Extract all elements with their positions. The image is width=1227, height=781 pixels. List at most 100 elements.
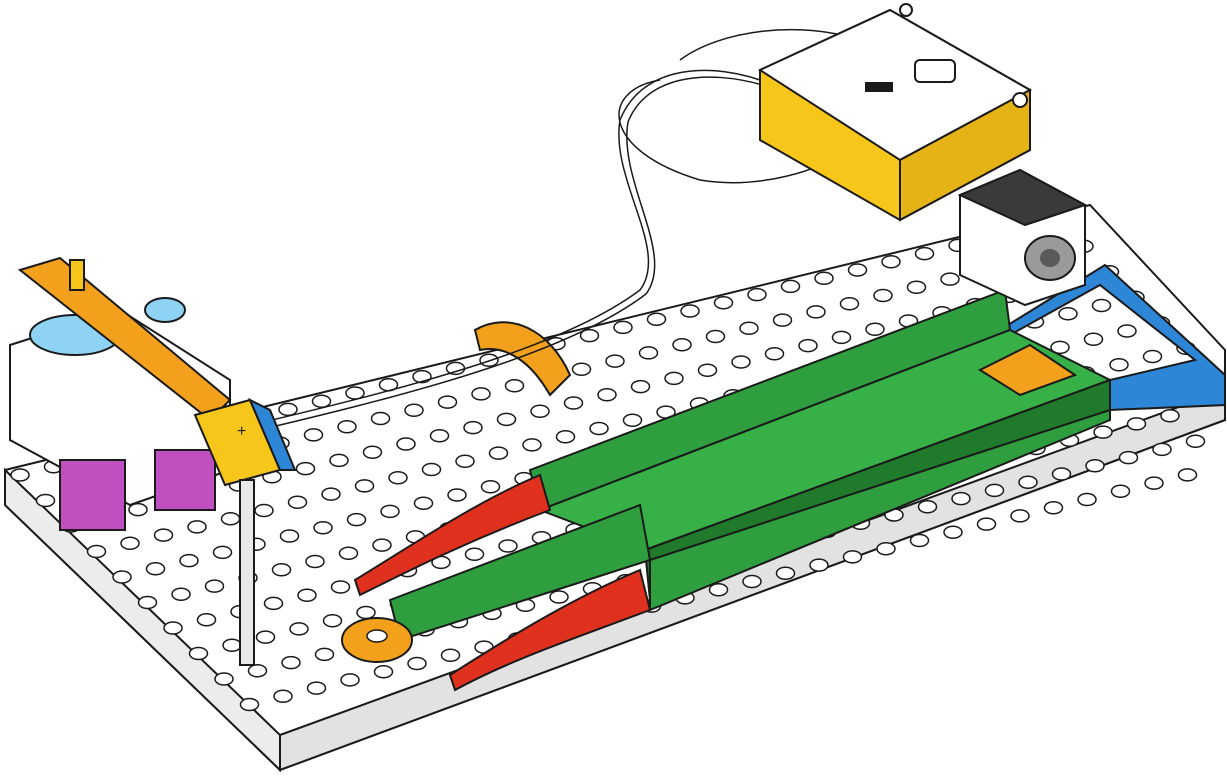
stud	[153, 528, 174, 542]
stud	[313, 521, 333, 535]
stud	[909, 533, 930, 548]
stud	[1093, 425, 1113, 439]
stud	[747, 287, 767, 302]
stud	[1126, 417, 1147, 431]
stud	[445, 361, 466, 376]
stud	[881, 255, 901, 269]
green-beam-lower	[388, 378, 1111, 642]
stud	[480, 480, 501, 494]
stud	[362, 445, 383, 459]
stud	[630, 379, 651, 394]
stud	[1018, 475, 1038, 489]
stud	[254, 503, 274, 518]
stud	[831, 330, 852, 345]
stud	[321, 487, 341, 501]
stud	[764, 347, 785, 361]
stud	[239, 697, 260, 712]
stud	[337, 419, 357, 434]
stud	[278, 402, 298, 417]
stud	[212, 545, 233, 560]
stud	[407, 656, 427, 671]
stud	[314, 647, 335, 662]
stud	[1152, 442, 1172, 457]
stud	[638, 346, 659, 360]
round-tile-icon	[341, 617, 413, 663]
stud	[112, 570, 132, 584]
stud	[713, 296, 734, 310]
stud	[322, 613, 343, 628]
stud	[951, 491, 971, 506]
stud	[865, 322, 885, 336]
stud	[1110, 484, 1131, 499]
stud	[1091, 298, 1112, 313]
stud	[1043, 500, 1064, 515]
stud	[530, 404, 550, 418]
stud	[305, 554, 325, 569]
stud	[271, 562, 292, 577]
stud	[906, 280, 927, 295]
stud	[498, 539, 518, 553]
stud	[798, 338, 818, 353]
stud	[214, 672, 234, 686]
stud	[488, 446, 509, 460]
stud	[646, 312, 667, 326]
stud	[1109, 357, 1129, 372]
stud	[289, 622, 309, 636]
stud	[496, 412, 517, 427]
stud	[295, 461, 316, 476]
stud	[204, 579, 225, 593]
stud	[672, 337, 692, 352]
stud	[273, 689, 293, 704]
stud	[1051, 467, 1072, 481]
stud	[943, 525, 963, 540]
stud	[806, 305, 826, 319]
stud	[1050, 340, 1070, 355]
stud	[708, 582, 729, 597]
svg-text:+: +	[237, 423, 246, 440]
stud	[917, 500, 938, 514]
stud	[196, 613, 217, 627]
stud	[984, 483, 1005, 498]
stud	[1010, 509, 1030, 523]
stud	[579, 328, 600, 343]
stud	[404, 403, 424, 418]
stud	[370, 411, 391, 426]
stud	[281, 655, 301, 670]
stud	[589, 421, 609, 436]
stud	[255, 630, 276, 644]
stud	[522, 438, 542, 452]
stud	[455, 454, 475, 469]
stud	[188, 646, 209, 661]
stud	[464, 547, 485, 561]
stud	[396, 437, 416, 451]
stud	[35, 493, 56, 508]
stud	[613, 320, 633, 335]
stud	[145, 562, 166, 576]
stud	[187, 520, 207, 534]
stud	[1117, 324, 1137, 338]
orange-tile	[977, 343, 1078, 397]
stud	[437, 395, 458, 409]
stud	[940, 272, 960, 286]
stud	[504, 378, 525, 393]
stud	[739, 321, 759, 336]
stud	[306, 681, 327, 695]
stud	[220, 511, 241, 526]
stud	[346, 512, 367, 527]
stud	[571, 362, 592, 377]
stud	[330, 580, 351, 594]
stud	[1077, 492, 1097, 507]
stud	[86, 544, 107, 559]
stud	[809, 558, 829, 572]
stud	[555, 429, 576, 444]
stud	[549, 590, 569, 604]
stud	[354, 479, 375, 493]
stud	[338, 546, 359, 561]
stud	[429, 429, 450, 443]
stud	[380, 504, 400, 519]
stud	[1083, 332, 1104, 346]
stud	[413, 496, 434, 510]
stud	[463, 420, 483, 435]
stud	[876, 541, 896, 556]
